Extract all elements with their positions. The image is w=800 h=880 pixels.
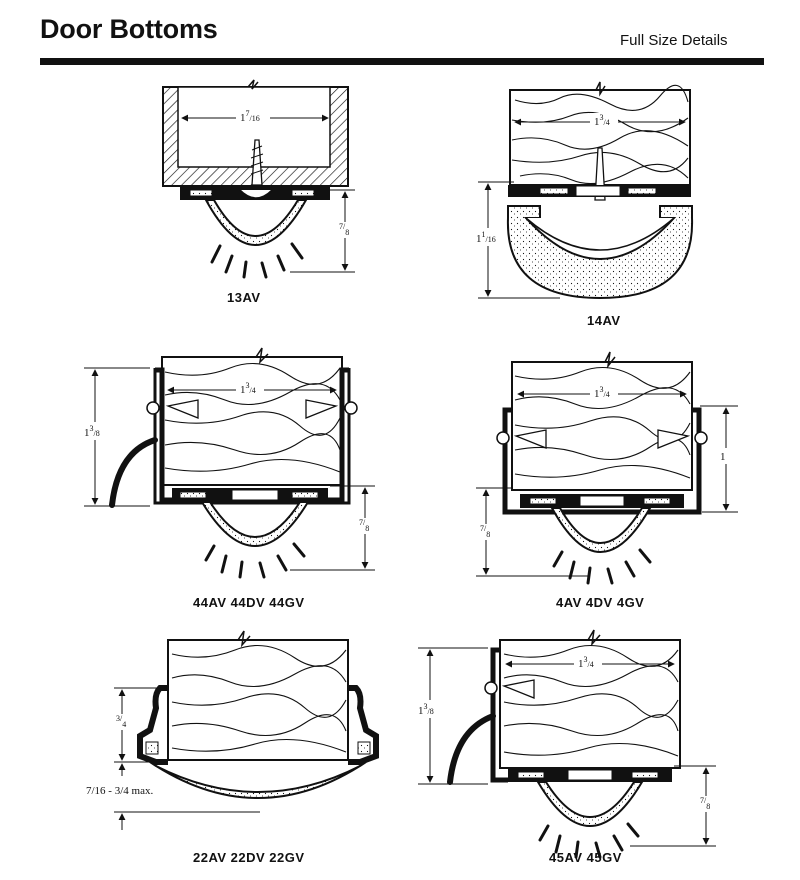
right-clip-22av [348, 685, 379, 765]
svg-text:7/8: 7/8 [480, 524, 490, 539]
detail-45av: 13/4 13/8 7/8 45AV 45GV [416, 629, 716, 865]
vinyl-insert-22av [149, 761, 367, 799]
door-4av [511, 361, 693, 491]
header-rule [40, 58, 764, 65]
screw-icon [513, 429, 547, 449]
dim-45av-whole: 1 [578, 658, 584, 670]
door-22av [167, 639, 349, 761]
dim-4av-hnum: 7 [480, 524, 484, 533]
dim-45av-den: 4 [590, 660, 594, 669]
svg-text:13/4: 13/4 [578, 655, 594, 670]
screw-icon [657, 429, 691, 449]
dim-14av-num: 3 [600, 113, 604, 122]
vinyl-insert-13av [204, 199, 308, 246]
left-clip-22av [137, 685, 168, 765]
page-title: Door Bottoms [40, 14, 218, 44]
dim-45av-hden: 8 [706, 802, 710, 811]
dim-44av-num: 3 [246, 381, 250, 390]
dim-22av-gap: 7/16 - 3/4 max. [86, 785, 153, 797]
svg-text:13/4: 13/4 [240, 381, 256, 396]
dim-14av-whole: 1 [594, 116, 600, 128]
dim-45av-hnum: 7 [700, 796, 704, 805]
caption-45av: 45AV 45GV [549, 850, 622, 865]
detail-22av: 3/4 7/16 - 3/4 max. 22AV 22DV 22GV [86, 630, 379, 865]
caption-14av: 14AV [587, 313, 621, 328]
dim-44av-hnum: 7 [359, 518, 363, 527]
dim-13av-den: 16 [252, 114, 260, 123]
detail-13av: 17/16 7/8 13AV [162, 79, 355, 305]
detail-14av: 13/4 11/16 14AV [474, 81, 694, 328]
dim-14av-hden: 16 [488, 235, 496, 244]
svg-text:11/16: 11/16 [476, 230, 496, 245]
dim-22av-sden: 4 [122, 720, 126, 729]
detail-44av: 13/4 13/8 7/8 44AV 44DV 44GV [82, 347, 375, 610]
svg-text:13/4: 13/4 [594, 385, 610, 400]
dim-44av-sden: 8 [96, 429, 100, 438]
dim-14av-hnum: 1 [482, 230, 486, 239]
page-subtitle: Full Size Details [620, 32, 728, 49]
dim-14av-den: 4 [606, 118, 610, 127]
dim-13av-num: 7 [246, 109, 250, 118]
dim-45av-num: 3 [584, 655, 588, 664]
dim-4av-whole: 1 [594, 388, 600, 400]
dim-44av-den: 4 [252, 386, 256, 395]
dim-45av-sden: 8 [430, 707, 434, 716]
dim-13av-whole: 1 [240, 112, 246, 124]
screw-icon [251, 139, 263, 186]
vinyl-insert-14av [506, 205, 694, 300]
caption-13av: 13AV [227, 290, 261, 305]
door-44av [161, 356, 343, 486]
svg-text:13/8: 13/8 [418, 702, 434, 717]
caption-4av: 4AV 4DV 4GV [556, 595, 644, 610]
dim-4av-hden: 8 [486, 530, 490, 539]
vinyl-insert-45av [536, 781, 644, 827]
vinyl-insert-4av [550, 507, 652, 553]
svg-text:3/4: 3/4 [116, 714, 126, 729]
dim-4av-num: 3 [600, 385, 604, 394]
caption-44av: 44AV 44DV 44GV [193, 595, 305, 610]
svg-text:7/8: 7/8 [359, 518, 369, 533]
screw-icon [305, 399, 339, 419]
dim-4av-side: 1 [720, 451, 726, 463]
dim-14av-hwhole: 1 [476, 233, 482, 245]
svg-text:17/16: 17/16 [240, 109, 260, 124]
dim-13av-hnum: 7 [339, 222, 343, 231]
svg-text:13/8: 13/8 [84, 424, 100, 439]
screw-icon [501, 679, 535, 699]
svg-text:7/8: 7/8 [700, 796, 710, 811]
caption-22av: 22AV 22DV 22GV [193, 850, 305, 865]
dim-22av-snum: 3 [116, 714, 120, 723]
dim-44av-whole: 1 [240, 384, 246, 396]
detail-4av: 13/4 1 7/8 4AV 4DV 4GV [476, 351, 738, 610]
svg-text:13/4: 13/4 [594, 113, 610, 128]
dim-13av-hden: 8 [345, 228, 349, 237]
dim-4av-den: 4 [606, 390, 610, 399]
vinyl-insert-44av [200, 501, 310, 547]
screw-icon [165, 399, 199, 419]
svg-text:7/8: 7/8 [339, 222, 349, 237]
dim-45av-snum: 3 [424, 702, 428, 711]
dim-44av-swhole: 1 [84, 427, 90, 439]
dim-45av-swhole: 1 [418, 705, 424, 717]
dim-44av-hden: 8 [365, 524, 369, 533]
dim-44av-snum: 3 [90, 424, 94, 433]
